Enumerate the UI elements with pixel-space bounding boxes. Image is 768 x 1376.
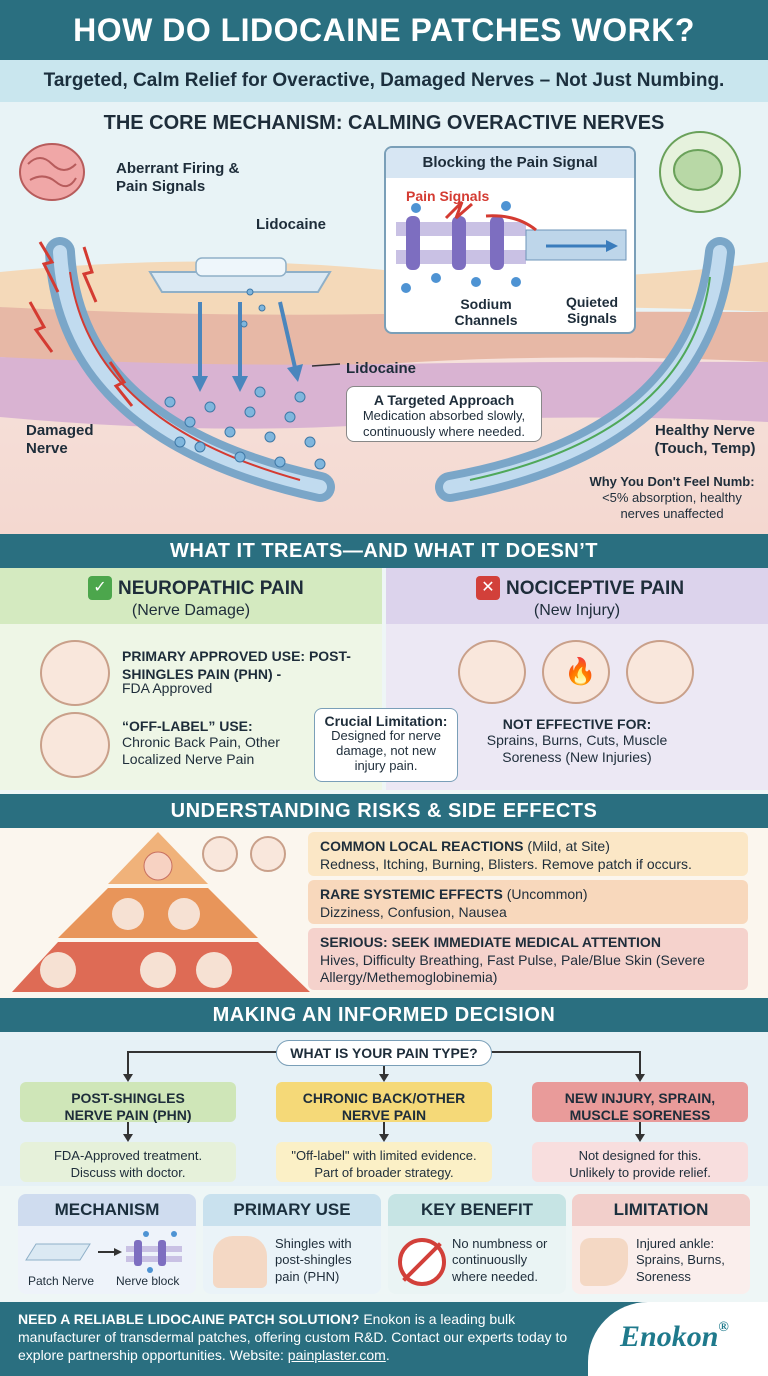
crucial-text: Designed for nerve damage, not new injur… [331, 728, 441, 773]
decision-option-phn: POST-SHINGLES NERVE PAIN (PHN) [20, 1082, 236, 1123]
risks-heading: UNDERSTANDING RISKS & SIDE EFFECTS [0, 794, 768, 828]
brand-badge [588, 1302, 768, 1376]
blocking-diagram [396, 200, 627, 293]
damaged-nerve-label: Damaged Nerve [26, 422, 94, 457]
summary-benefit-text: No numbness or continuouslly where neede… [452, 1236, 548, 1284]
summary-card-benefit: KEY BENEFIT No numbness or continuouslly… [388, 1194, 566, 1294]
x-icon: ✕ [476, 576, 500, 600]
footer-period: . [385, 1347, 390, 1364]
injured-ankle-icon [580, 1238, 628, 1286]
nociceptive-title: NOCICEPTIVE PAIN [506, 578, 685, 599]
patch-nerve-icon [25, 1231, 182, 1273]
numb-title: Why You Don't Feel Numb: [589, 474, 755, 489]
itching-hand-icon [250, 836, 286, 872]
decision-option-back: CHRONIC BACK/OTHER NERVE PAIN [276, 1082, 492, 1123]
not-effective-label: NOT EFFECTIVE FOR: [502, 716, 652, 732]
crucial-title: Crucial Limitation: [324, 713, 448, 729]
burn-flame-icon [542, 640, 610, 704]
targeted-title: A Targeted Approach [373, 392, 515, 408]
risk-rare-title: RARE SYSTEMIC EFFECTS [320, 886, 503, 902]
not-effective-text: Sprains, Burns, Cuts, Muscle Soreness (N… [486, 732, 668, 765]
shingles-torso-icon [213, 1236, 267, 1288]
decision-note-phn: FDA-Approved treatment. Discuss with doc… [20, 1142, 236, 1182]
mechanism-heading: THE CORE MECHANISM: CALMING OVERACTIVE N… [103, 112, 665, 134]
risk-rare-text: Dizziness, Confusion, Nausea [320, 903, 507, 920]
offlabel-text: Chronic Back Pain, Other Localized Nerve… [122, 734, 280, 767]
risks-section: COMMON LOCAL REACTIONS (Mild, at Site) R… [0, 828, 768, 998]
mechanism-illustration [0, 131, 768, 502]
nerve-block-label: Nerve block [116, 1274, 180, 1288]
summary-card-limitation: LIMITATION Injured ankle: Sprains, Burns… [572, 1194, 750, 1294]
decision-heading: MAKING AN INFORMED DECISION [0, 998, 768, 1032]
summary-card-mechanism: MECHANISM Patch Nerve Nerve block [18, 1194, 196, 1294]
summary-mechanism-title: MECHANISM [18, 1194, 196, 1226]
decision-connectors [123, 1051, 645, 1142]
targeted-approach-callout: A Targeted Approach Medication absorbed … [346, 386, 542, 442]
pain-type-question: WHAT IS YOUR PAIN TYPE? [276, 1040, 492, 1066]
footer-cta-text: Enokon is a leading bulk manufacturer of… [18, 1311, 568, 1364]
cut-icon [626, 640, 694, 704]
footer-text: NEED A RELIABLE LIDOCAINE PATCH SOLUTION… [18, 1310, 578, 1365]
quieted-signals-label: Quieted Signals [565, 294, 619, 327]
flame-glyph: 🔥 [564, 656, 597, 686]
decision-section: WHAT IS YOUR PAIN TYPE? POST-SHINGLES NE… [0, 1032, 768, 1186]
patch-nerve-label: Patch Nerve [28, 1274, 95, 1288]
neuropathic-panel: ✓ NEUROPATHIC PAIN (Nerve Damage) PRIMAR… [0, 568, 382, 790]
risk-common-row: COMMON LOCAL REACTIONS (Mild, at Site) R… [308, 832, 748, 876]
sodium-channels-label: Sodium Channels [454, 296, 518, 329]
risk-common-text: Redness, Itching, Burning, Blisters. Rem… [320, 855, 692, 872]
shingles-back-icon [40, 640, 110, 706]
risk-rare-row: RARE SYSTEMIC EFFECTS (Uncommon) Dizzine… [308, 880, 748, 924]
summary-primary-title: PRIMARY USE [203, 1194, 381, 1226]
brand-logo: Enokon® [620, 1320, 729, 1354]
skin-reaction-icon [202, 836, 238, 872]
ankle-sprain-icon [458, 640, 526, 704]
page-title: HOW DO LIDOCAINE PATCHES WORK? [0, 0, 768, 60]
numb-text: <5% absorption, healthy nerves unaffecte… [602, 490, 742, 521]
risk-common-title: COMMON LOCAL REACTIONS [320, 838, 524, 854]
aberrant-firing-label: Aberrant Firing & Pain Signals [116, 160, 240, 195]
check-icon: ✓ [88, 576, 112, 600]
primary-use-label: PRIMARY APPROVED USE: POST-SHINGLES PAIN… [122, 648, 351, 682]
targeted-text: Medication absorbed slowly, continuously… [362, 408, 526, 439]
risk-common-qual: (Mild, at Site) [527, 838, 610, 854]
page-subtitle: Targeted, Calm Relief for Overactive, Da… [0, 60, 768, 102]
brand-reg: ® [718, 1320, 729, 1335]
summary-limitation-title: LIMITATION [572, 1194, 750, 1226]
primary-use-note: FDA Approved [122, 680, 213, 696]
healthy-nerve-label: Healthy Nerve (Touch, Temp) [654, 422, 756, 457]
nociceptive-sub: (New Injury) [533, 602, 621, 619]
decision-note-back: "Off-label" with limited evidence. Part … [276, 1142, 492, 1182]
summary-primary-text: Shingles with post-shingles pain (PHN) [275, 1236, 352, 1284]
summary-card-primary: PRIMARY USE Shingles with post-shingles … [203, 1194, 381, 1294]
footer: NEED A RELIABLE LIDOCAINE PATCH SOLUTION… [0, 1302, 768, 1376]
pain-signals-label: Pain Signals [406, 188, 490, 204]
neuropathic-title: NEUROPATHIC PAIN [118, 578, 304, 599]
footer-website-link[interactable]: painplaster.com [287, 1347, 386, 1364]
treats-heading: WHAT IT TREATS—AND WHAT IT DOESN’T [0, 534, 768, 568]
footer-cta-bold: NEED A RELIABLE LIDOCAINE PATCH SOLUTION… [18, 1311, 360, 1327]
risk-rare-qual: (Uncommon) [506, 886, 588, 902]
offlabel-label: “OFF-LABEL” USE: [122, 718, 253, 734]
risk-serious-text: Hives, Difficulty Breathing, Fast Pulse,… [320, 951, 705, 986]
crucial-limitation-box: Crucial Limitation: Designed for nerve d… [314, 708, 458, 782]
summary-benefit-title: KEY BENEFIT [388, 1194, 566, 1226]
decision-option-injury: NEW INJURY, SPRAIN, MUSCLE SORENESS [532, 1082, 748, 1123]
risk-serious-row: SERIOUS: SEEK IMMEDIATE MEDICAL ATTENTIO… [308, 928, 748, 990]
lidocaine-top-label: Lidocaine [256, 216, 327, 233]
risk-serious-title: SERIOUS: SEEK IMMEDIATE MEDICAL ATTENTIO… [320, 934, 661, 950]
blocking-title: Blocking the Pain Signal [386, 148, 634, 178]
decision-note-injury: Not designed for this. Unlikely to provi… [532, 1142, 748, 1182]
summary-limitation-text: Injured ankle: Sprains, Burns, Soreness [636, 1236, 725, 1284]
neuropathic-sub: (Nerve Damage) [131, 602, 251, 619]
blocking-signal-panel: Blocking the Pain Signal Pain Signals So… [384, 146, 636, 334]
lidocaine-mid-label: Lidocaine [346, 360, 417, 377]
mechanism-section: THE CORE MECHANISM: CALMING OVERACTIVE N… [0, 102, 768, 534]
back-pain-icon [40, 712, 110, 778]
brand-name: Enokon [620, 1320, 719, 1353]
risk-pyramid [12, 832, 310, 992]
